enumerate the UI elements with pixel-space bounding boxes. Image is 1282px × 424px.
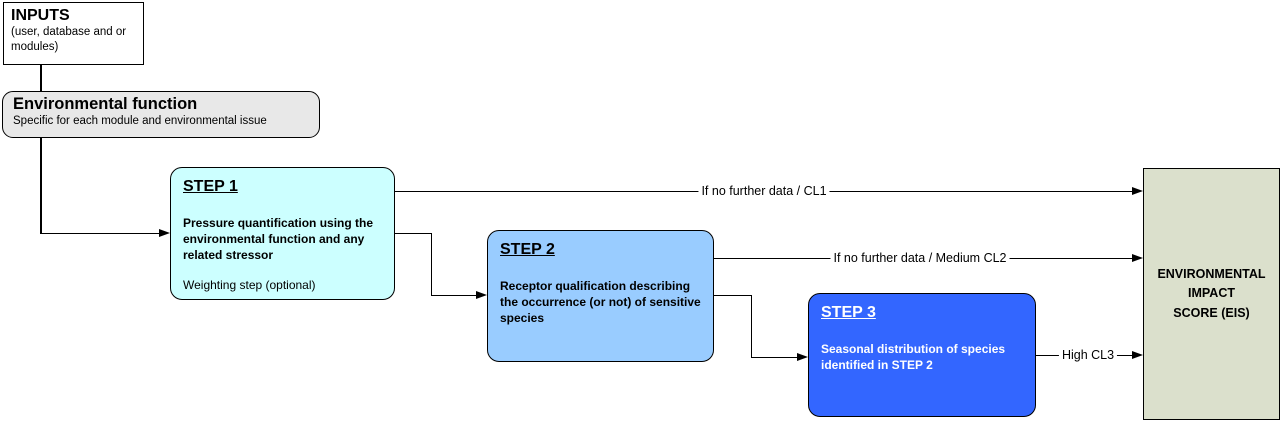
arrowhead-into-step3: [797, 353, 808, 362]
arrowhead-step1-into-eis: [1132, 186, 1143, 195]
step1-body: Pressure quantification using the enviro…: [183, 216, 374, 262]
environmental-function-title: Environmental function: [13, 95, 198, 113]
eis-line-3: SCORE (EIS): [1173, 305, 1250, 320]
connector-env-to-step1-horizontal: [40, 232, 161, 234]
connector-step2-to-step3-h2: [750, 356, 799, 358]
inputs-box: INPUTS (user, database and or modules): [3, 2, 144, 65]
connector-step2-to-step3-vertical: [750, 294, 752, 358]
step2-box: STEP 2 Receptor qualification describing…: [487, 230, 714, 362]
eis-line-2: IMPACT: [1188, 286, 1235, 301]
arrowhead-into-step1: [159, 228, 170, 237]
arrow-label-cl1: If no further data / CL1: [698, 184, 830, 198]
connector-env-to-step1-vertical: [40, 138, 42, 234]
arrow-label-medium-cl2: If no further data / Medium CL2: [830, 251, 1010, 265]
connector-step1-to-step2-h2: [430, 294, 478, 296]
step1-title: STEP 1: [183, 178, 238, 195]
connector-step1-to-step2-vertical: [430, 232, 432, 296]
connector-inputs-to-env: [40, 65, 42, 91]
arrowhead-into-step2: [476, 291, 487, 300]
eis-line-1: ENVIRONMENTAL: [1157, 266, 1266, 281]
step1-box: STEP 1 Pressure quantification using the…: [170, 167, 395, 300]
environmental-function-subtitle: Specific for each module and environment…: [13, 114, 267, 127]
environmental-function-box: Environmental function Specific for each…: [2, 91, 320, 138]
arrowhead-step2-into-eis: [1132, 253, 1143, 262]
inputs-title: INPUTS: [11, 7, 70, 24]
arrowhead-step3-into-eis: [1132, 351, 1143, 360]
step2-body: Receptor qualification describing the oc…: [500, 279, 701, 325]
connector-step1-to-step2-h1: [394, 232, 432, 234]
step3-title: STEP 3: [821, 304, 876, 321]
step3-body: Seasonal distribution of species identif…: [821, 342, 1006, 372]
connector-step2-to-step3-h1: [714, 294, 752, 296]
inputs-subtitle: (user, database and or modules): [11, 26, 127, 53]
step2-title: STEP 2: [500, 241, 555, 258]
step1-note: Weighting step (optional): [183, 277, 316, 292]
arrow-label-high-cl3: High CL3: [1058, 348, 1118, 362]
eis-box: ENVIRONMENTAL IMPACT SCORE (EIS): [1143, 168, 1280, 420]
step3-box: STEP 3 Seasonal distribution of species …: [808, 293, 1036, 417]
